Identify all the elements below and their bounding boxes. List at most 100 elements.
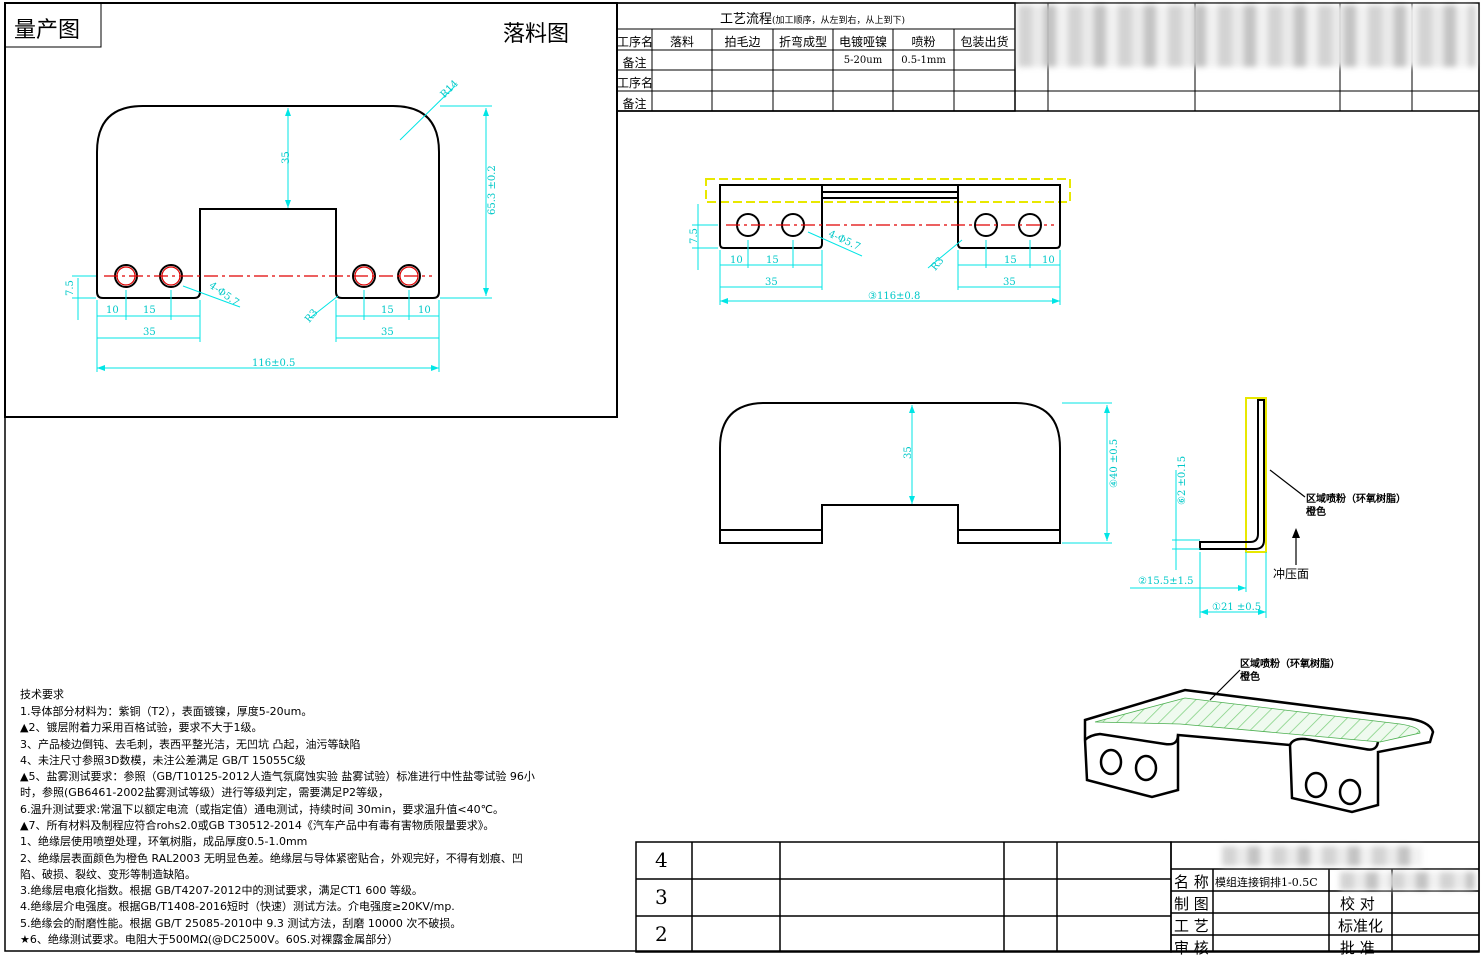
dim-r14: R14 [439, 78, 461, 100]
mass-production-label: 量产图 [14, 18, 81, 43]
redacted-title [1222, 846, 1422, 866]
title-review-label: 审 核 [1174, 939, 1209, 957]
iso-holes [1099, 748, 1362, 806]
process-step-5: 喷粉 [911, 35, 936, 49]
title-name-label: 名 称 [1174, 873, 1209, 891]
front-dim-total: ③116±0.8 [868, 291, 920, 302]
dim-35: 35 [281, 151, 292, 164]
side-dim-arrows [1200, 585, 1266, 615]
revision-table-grid [635, 841, 1172, 953]
revision-row-3: 3 [655, 885, 668, 909]
iso-leader [1209, 669, 1241, 701]
requirement-line: 1、绝缘层使用喷塑处理，环氧树脂，成品厚度0.5-1.0mm [20, 835, 308, 848]
blank-outline [96, 105, 440, 299]
redacted-code [1340, 872, 1475, 890]
front-dim-35-right: 35 [1003, 277, 1016, 288]
title-check-label: 校 对 [1340, 895, 1375, 913]
process-step-1: 落料 [669, 35, 694, 49]
requirement-line: ▲2、镀层附着力采用百格试验，要求不大于1级。 [20, 721, 263, 734]
iso-part [1083, 688, 1435, 814]
side-dim-15-5: ②15.5±1.5 [1138, 576, 1194, 587]
title-block-grid [1170, 841, 1480, 953]
front-dim-10-right: 10 [1042, 255, 1055, 266]
dim-7-5: 7.5 [65, 280, 76, 296]
front-highlight [705, 178, 1071, 203]
dim-r3: R3 [303, 307, 320, 325]
process-title: 工艺流程(加工顺序，从左到右，从上到下) [720, 12, 906, 27]
front-dim-7-5: 7.5 [689, 228, 700, 244]
process-table-grid [616, 2, 1480, 112]
requirement-line: 5.绝缘会的耐磨性能。根据 GB/T 25085-2010中 9.3 测试方法，… [20, 917, 462, 930]
side-dimensions [1130, 470, 1267, 618]
requirement-line: 陷、破损、裂纹、变形等制造缺陷。 [20, 868, 196, 881]
requirement-line: 1.导体部分材料为：紫铜（T2），表面镀镍，厚度5-20um。 [20, 705, 313, 718]
front-dim-15-left: 15 [766, 255, 779, 266]
side-powder-label: 区域喷粉（环氧树脂） [1306, 494, 1406, 505]
requirement-line: 4.绝缘层介电强度。根据GB/T1408-2016短时（快速）测试方法。介电强度… [20, 900, 455, 913]
process-row4-header: 备注 [622, 97, 647, 111]
process-step-4: 电镀哑镍 [838, 35, 887, 49]
title-process-label: 工 艺 [1174, 917, 1209, 935]
revision-row-4: 4 [655, 848, 668, 872]
title-standard-label: 标准化 [1338, 917, 1384, 935]
requirements-title: 技术要求 [20, 688, 64, 701]
process-note-5: 0.5-1mm [901, 55, 946, 66]
side-dim-2: ⑥2 ±0.15 [1177, 456, 1188, 505]
side-highlight [1245, 397, 1267, 553]
front-dim-10-left: 10 [730, 255, 743, 266]
process-row2-header: 备注 [622, 56, 647, 70]
dim-10-right: 10 [418, 305, 431, 316]
requirement-line: 2、绝缘层表面颜色为橙色 RAL2003 无明显色差。绝缘层与导体紧密贴合，外观… [20, 852, 523, 865]
front-dim-arrows [720, 298, 1060, 304]
front-dimensions [692, 204, 1061, 305]
blank-view-frame [4, 2, 618, 418]
blank-dimensions [72, 85, 492, 372]
side-dim-21: ①21 ±0.5 [1212, 602, 1261, 613]
revision-row-2: 2 [655, 922, 668, 946]
top-dim-text: 35 ④40 ±0.5 [903, 439, 1120, 488]
top-outline [719, 402, 1061, 544]
side-dim-text: ⑥2 ±0.15 ②15.5±1.5 ①21 ±0.5 [1138, 456, 1261, 613]
blank-dim-text: R14 35 65.3 ±0.2 7.5 10 15 35 4-Φ5.7 R3 … [65, 78, 498, 369]
title-draw-label: 制 图 [1174, 895, 1209, 913]
requirement-line: ▲5、盐雾测试要求：参照（GB/T10125-2012人造气氛腐蚀实验 盐雾试验… [20, 770, 535, 783]
dim-35-right: 35 [381, 327, 394, 338]
top-dim-arrows [909, 405, 1110, 541]
iso-powder-color: 橙色 [1240, 672, 1260, 683]
dim-hole: 4-Φ5.7 [207, 280, 241, 308]
punch-face-label: 冲压面 [1273, 567, 1310, 581]
requirement-line: 6.温升测试要求:常温下以额定电流（或指定值）通电测试，持续时间 30min，要… [20, 803, 505, 816]
requirement-line: 3.绝缘层电痕化指数。根据 GB/T4207-2012中的测试要求，满足CT1 … [20, 884, 423, 897]
dim-65: 65.3 ±0.2 [487, 165, 498, 215]
dim-10-left: 10 [106, 305, 119, 316]
hole [352, 264, 376, 288]
punch-arrow [1292, 528, 1300, 538]
top-dimensions [911, 402, 1112, 544]
side-outline [1199, 399, 1265, 550]
dim-35-left: 35 [143, 327, 156, 338]
process-step-3: 折弯成型 [778, 35, 827, 49]
front-dim-35-left: 35 [765, 277, 778, 288]
front-dim-hole: 4-Φ5.7 [827, 229, 862, 253]
title-approve-label: 批 准 [1340, 939, 1375, 957]
requirement-line: 4、未注尺寸参照3D数模，未注公差满足 GB/T 15055C级 [20, 754, 306, 767]
side-leaders [1269, 469, 1306, 565]
iso-powder-area [1094, 697, 1421, 743]
top-dim-40: ④40 ±0.5 [1109, 439, 1120, 488]
process-step-2: 拍毛边 [724, 35, 761, 49]
blank-dim-arrows [97, 108, 489, 371]
mass-production-tag-box [4, 2, 102, 48]
side-powder-color: 橙色 [1306, 507, 1326, 518]
process-row3-header: 工序名 [617, 76, 654, 90]
top-dim-35: 35 [903, 446, 914, 459]
dim-15-left: 15 [143, 305, 156, 316]
process-step-6: 包装出货 [960, 35, 1009, 49]
requirement-line: 3、产品棱边倒钝、去毛刺，表西平整光洁，无凹坑 凸起，油污等缺陷 [20, 738, 361, 751]
redacted-area [1018, 5, 1476, 67]
blanking-label: 落料图 [503, 22, 570, 47]
process-note-4: 5-20um [843, 55, 883, 66]
iso-powder-label: 区域喷粉（环氧树脂） [1240, 659, 1340, 670]
front-dim-r3: R3 [929, 255, 946, 273]
dim-15-right: 15 [381, 305, 394, 316]
